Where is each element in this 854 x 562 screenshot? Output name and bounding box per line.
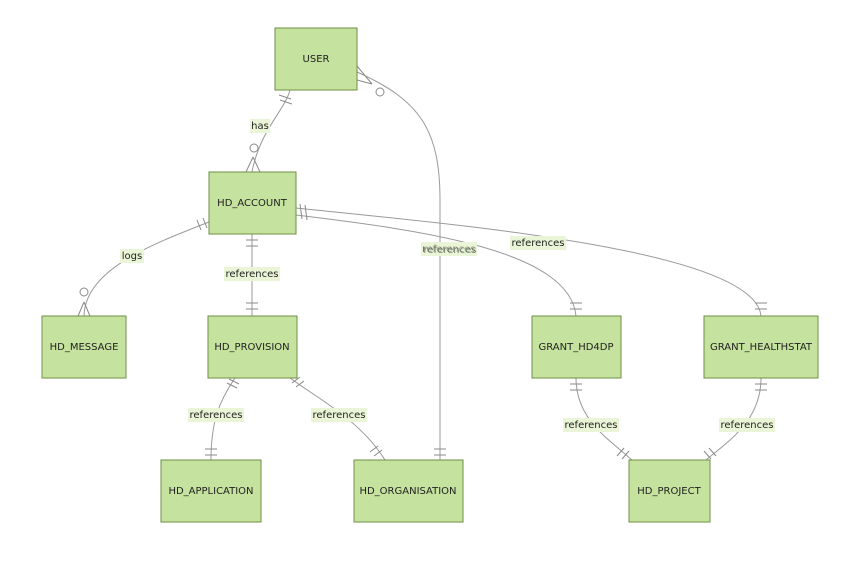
edge-account-grant-hd4dp xyxy=(295,214,577,317)
svg-text:logs: logs xyxy=(122,251,142,262)
label-account-grant-hd4dp: references xyxy=(424,243,477,256)
entity-hd-provision[interactable]: HD_PROVISION xyxy=(207,315,298,379)
svg-text:has: has xyxy=(251,121,269,132)
svg-text:GRANT_HD4DP: GRANT_HD4DP xyxy=(538,342,613,353)
entity-hd-application[interactable]: HD_APPLICATION xyxy=(160,459,262,523)
svg-text:references: references xyxy=(313,410,366,421)
edge-account-grant-healthstat xyxy=(295,207,762,317)
entity-user[interactable]: USER xyxy=(274,27,358,91)
svg-text:HD_MESSAGE: HD_MESSAGE xyxy=(50,342,119,353)
label-provision-application: references xyxy=(188,408,244,422)
entity-hd-message[interactable]: HD_MESSAGE xyxy=(41,315,127,379)
edge-user-organisation xyxy=(356,71,441,460)
label-grant-hd4dp-project: references xyxy=(563,418,619,432)
label-provision-organisation: references xyxy=(311,408,367,422)
svg-text:USER: USER xyxy=(303,54,330,65)
svg-text:HD_PROJECT: HD_PROJECT xyxy=(637,486,701,497)
label-has: has xyxy=(250,119,270,133)
label-account-provision: references xyxy=(224,267,280,281)
entity-hd-organisation[interactable]: HD_ORGANISATION xyxy=(353,459,464,523)
svg-text:references: references xyxy=(565,420,618,431)
svg-text:references: references xyxy=(190,410,243,421)
entity-hd-project[interactable]: HD_PROJECT xyxy=(628,459,711,523)
svg-text:HD_ORGANISATION: HD_ORGANISATION xyxy=(359,486,456,497)
cardinality-marks xyxy=(77,65,767,460)
svg-text:references: references xyxy=(424,245,477,256)
edge-account-message xyxy=(83,221,210,317)
label-grant-healthstat-project: references xyxy=(719,418,775,432)
entity-grant-hd4dp[interactable]: GRANT_HD4DP xyxy=(531,315,622,379)
svg-text:HD_PROVISION: HD_PROVISION xyxy=(214,342,289,353)
svg-text:HD_APPLICATION: HD_APPLICATION xyxy=(168,486,253,497)
svg-text:references: references xyxy=(226,269,279,280)
svg-text:references: references xyxy=(721,420,774,431)
entity-hd-account[interactable]: HD_ACCOUNT xyxy=(208,171,297,235)
svg-text:HD_ACCOUNT: HD_ACCOUNT xyxy=(217,198,288,209)
label-account-grant-healthstat: references xyxy=(510,236,566,250)
svg-text:GRANT_HEALTHSTAT: GRANT_HEALTHSTAT xyxy=(710,342,813,353)
svg-text:references: references xyxy=(512,238,565,249)
label-logs: logs xyxy=(120,249,144,263)
entity-grant-healthstat[interactable]: GRANT_HEALTHSTAT xyxy=(703,315,819,379)
